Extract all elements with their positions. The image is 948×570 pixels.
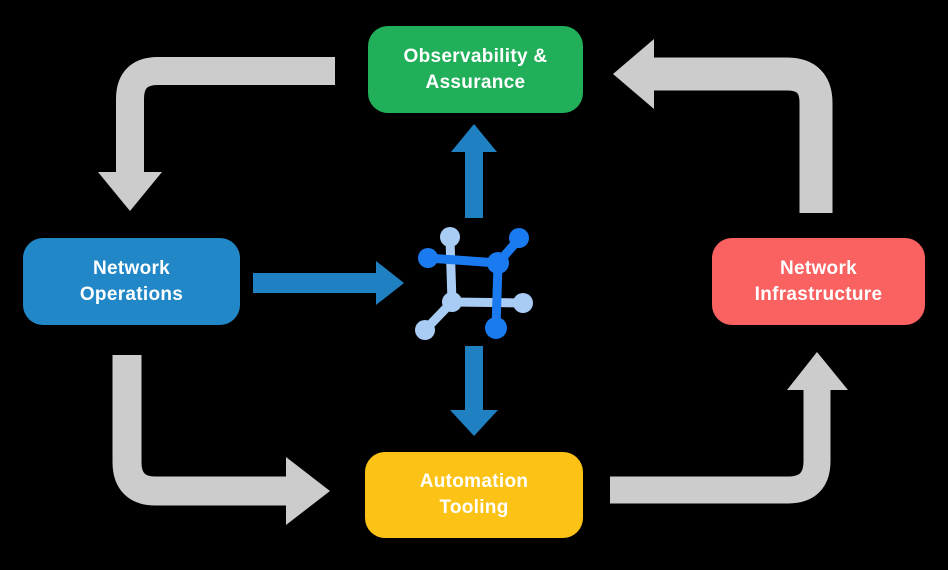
arrow-center-to-automation: [450, 346, 498, 436]
node-automation-label: Automation Tooling: [419, 471, 529, 518]
node-network-operations: Network Operations: [23, 238, 240, 325]
node-operations-label: Network Operations: [79, 257, 184, 305]
arrow-center-to-observability: [451, 124, 497, 218]
flow-arrow-operations-to-automation: [112, 355, 330, 525]
flow-arrow-automation-to-infrastructure: [610, 352, 848, 504]
node-network-infrastructure: Network Infrastructure: [712, 238, 925, 325]
flow-arrow-infrastructure-to-observability: [613, 39, 833, 213]
node-automation-tooling: Automation Tooling: [365, 452, 583, 538]
node-infrastructure-label: Network Infrastructure: [754, 257, 883, 305]
arrow-operations-to-center: [253, 261, 404, 305]
node-observability-label: Observability & Assurance: [403, 45, 548, 93]
node-observability-assurance: Observability & Assurance: [368, 26, 583, 113]
flow-arrow-observability-to-operations: [98, 57, 335, 211]
network-mesh-icon: [415, 227, 533, 340]
